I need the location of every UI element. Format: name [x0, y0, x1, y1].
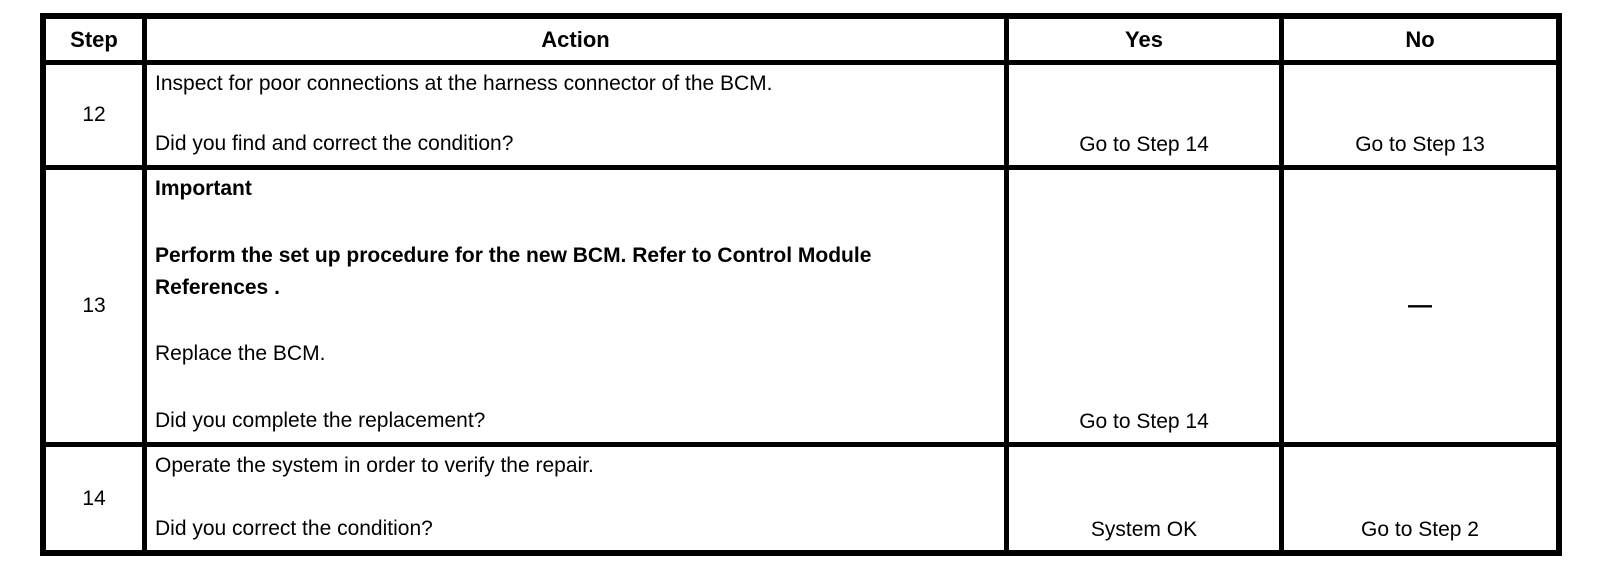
step-number: 13: [82, 294, 106, 317]
action-paragraph: Operate the system in order to verify th…: [155, 454, 594, 477]
column-header-action-label: Action: [541, 26, 610, 52]
column-header-yes-label: Yes: [1125, 26, 1163, 52]
no-cell-13: —: [1284, 170, 1556, 442]
important-note: Perform the set up procedure for the new…: [155, 243, 872, 299]
action-cell-13: Important Perform the set up procedure f…: [147, 170, 1004, 442]
action-paragraph: Inspect for poor connections at the harn…: [155, 72, 773, 95]
column-header-step: Step: [46, 19, 142, 60]
column-header-action: Action: [147, 19, 1004, 60]
action-question: Did you complete the replacement?: [155, 408, 486, 432]
yes-cell-12: Go to Step 14: [1009, 65, 1279, 165]
action-question: Did you find and correct the condition?: [155, 132, 514, 155]
action-paragraph: Replace the BCM.: [155, 342, 326, 366]
step-cell-14: 14: [46, 447, 142, 550]
no-answer: Go to Step 2: [1361, 518, 1479, 541]
yes-cell-13: Go to Step 14: [1009, 170, 1279, 442]
no-cell-14: Go to Step 2: [1284, 447, 1556, 550]
yes-answer: Go to Step 14: [1079, 410, 1209, 433]
column-header-yes: Yes: [1009, 19, 1279, 60]
action-cell-14: Operate the system in order to verify th…: [147, 447, 1004, 550]
step-cell-13: 13: [46, 170, 142, 442]
yes-cell-14: System OK: [1009, 447, 1279, 550]
action-question: Did you correct the condition?: [155, 517, 433, 540]
step-cell-12: 12: [46, 65, 142, 165]
column-header-no: No: [1284, 19, 1556, 60]
column-header-no-label: No: [1405, 26, 1435, 52]
no-cell-12: Go to Step 13: [1284, 65, 1556, 165]
step-number: 12: [82, 103, 106, 126]
yes-answer: Go to Step 14: [1079, 133, 1209, 156]
action-cell-12: Inspect for poor connections at the harn…: [147, 65, 1004, 165]
column-header-step-label: Step: [70, 26, 118, 52]
em-dash: —: [1408, 292, 1432, 319]
step-number: 14: [82, 486, 106, 510]
diagnostic-table: Step Action Yes No 12 Inspect for poor c…: [40, 13, 1562, 556]
no-answer: Go to Step 13: [1355, 133, 1485, 156]
yes-answer: System OK: [1090, 518, 1198, 541]
important-heading: Important: [155, 177, 252, 200]
